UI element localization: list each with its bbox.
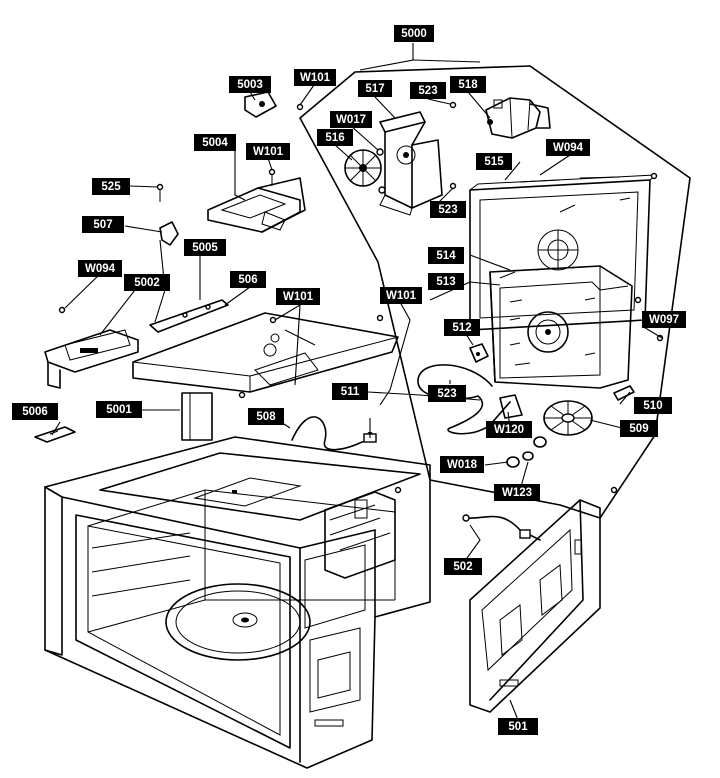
fan-motor-bracket-517 <box>379 111 443 216</box>
frame-515 <box>469 172 658 331</box>
housing-513 <box>489 265 664 389</box>
fan-509 <box>543 400 593 436</box>
fan-blade-516 <box>344 149 382 187</box>
svg-text:W017: W017 <box>336 114 366 126</box>
switch-5003 <box>244 91 277 118</box>
label-512: 512 <box>444 319 480 336</box>
washer-W123 <box>522 451 534 461</box>
svg-text:511: 511 <box>341 386 360 398</box>
label-W094-b: W094 <box>78 260 122 277</box>
svg-text:W101: W101 <box>283 291 314 303</box>
label-507: 507 <box>82 216 124 233</box>
svg-text:W101: W101 <box>386 290 417 302</box>
svg-text:5003: 5003 <box>237 79 263 91</box>
svg-text:5002: 5002 <box>134 277 160 289</box>
label-5005: 5005 <box>184 239 226 256</box>
svg-text:517: 517 <box>365 83 384 95</box>
svg-text:W018: W018 <box>447 459 478 471</box>
svg-text:5000: 5000 <box>401 28 427 40</box>
label-W101-b: W101 <box>246 143 290 160</box>
part-labels: 5000 5003 W101 517 523 518 W017 516 5004… <box>12 25 686 735</box>
label-5003: 5003 <box>229 76 271 93</box>
svg-text:5001: 5001 <box>106 404 132 416</box>
svg-text:W094: W094 <box>553 142 584 154</box>
label-W097: W097 <box>642 311 686 328</box>
washer-W120 <box>533 436 547 448</box>
svg-text:513: 513 <box>436 276 455 288</box>
svg-text:514: 514 <box>436 250 456 262</box>
label-516: 516 <box>317 129 353 146</box>
label-506: 506 <box>230 271 266 288</box>
label-513: 513 <box>428 273 464 290</box>
label-W018: W018 <box>440 456 484 473</box>
label-5002: 5002 <box>124 274 170 291</box>
svg-text:W120: W120 <box>494 424 524 436</box>
svg-text:5006: 5006 <box>22 406 48 418</box>
label-514: 514 <box>428 247 464 264</box>
bracket-5005 <box>149 299 229 333</box>
label-523-a: 523 <box>410 82 446 99</box>
svg-text:512: 512 <box>452 322 471 334</box>
label-502: 502 <box>444 558 482 575</box>
label-5000: 5000 <box>394 25 434 42</box>
label-W094-a: W094 <box>546 139 590 156</box>
label-5001: 5001 <box>96 401 142 418</box>
assembly-5000-boundary <box>299 65 691 519</box>
label-W017: W017 <box>330 111 372 128</box>
label-523-b: 523 <box>430 201 466 218</box>
label-511: 511 <box>332 383 368 400</box>
label-5004: 5004 <box>194 134 236 151</box>
bracket-5002 <box>44 329 139 389</box>
part-510 <box>613 385 635 401</box>
svg-text:506: 506 <box>238 274 257 286</box>
svg-text:5004: 5004 <box>202 137 228 149</box>
label-W101-c: W101 <box>276 288 320 305</box>
label-501: 501 <box>498 718 538 735</box>
svg-text:518: 518 <box>458 79 478 91</box>
svg-text:523: 523 <box>438 204 457 216</box>
svg-text:W097: W097 <box>649 314 679 326</box>
label-523-c: 523 <box>428 385 466 402</box>
label-510: 510 <box>634 397 672 414</box>
top-plate-506 <box>132 312 399 393</box>
svg-text:507: 507 <box>93 219 112 231</box>
svg-text:509: 509 <box>629 423 648 435</box>
label-W101-a: W101 <box>294 69 336 86</box>
holder-5004 <box>207 177 306 233</box>
svg-text:523: 523 <box>437 388 456 400</box>
svg-text:501: 501 <box>508 721 528 733</box>
motor-518 <box>485 97 551 139</box>
clip-507 <box>159 221 179 246</box>
label-518: 518 <box>450 76 486 93</box>
svg-text:523: 523 <box>418 85 437 97</box>
svg-text:W101: W101 <box>253 146 284 158</box>
svg-text:515: 515 <box>484 156 504 168</box>
label-5006: 5006 <box>12 403 58 420</box>
svg-text:W094: W094 <box>85 263 116 275</box>
panel-501 <box>469 486 618 713</box>
wire-harness-508 <box>291 416 377 451</box>
svg-text:502: 502 <box>453 561 472 573</box>
svg-text:W123: W123 <box>502 487 532 499</box>
heater-wire-511 <box>417 364 511 435</box>
label-517: 517 <box>358 80 392 97</box>
svg-text:5005: 5005 <box>192 242 218 254</box>
svg-text:525: 525 <box>101 181 121 193</box>
svg-text:508: 508 <box>256 411 276 423</box>
nut-W018 <box>506 456 520 468</box>
label-525: 525 <box>92 178 130 195</box>
label-W120: W120 <box>486 421 532 438</box>
label-W123: W123 <box>494 484 540 501</box>
label-W101-d: W101 <box>380 287 422 304</box>
label-515: 515 <box>476 153 512 170</box>
oven-cavity <box>44 391 431 769</box>
label-509: 509 <box>620 420 658 437</box>
svg-text:510: 510 <box>643 400 662 412</box>
svg-text:W101: W101 <box>300 72 331 84</box>
label-508: 508 <box>248 408 284 425</box>
connector-512 <box>469 343 489 363</box>
svg-text:516: 516 <box>325 132 344 144</box>
